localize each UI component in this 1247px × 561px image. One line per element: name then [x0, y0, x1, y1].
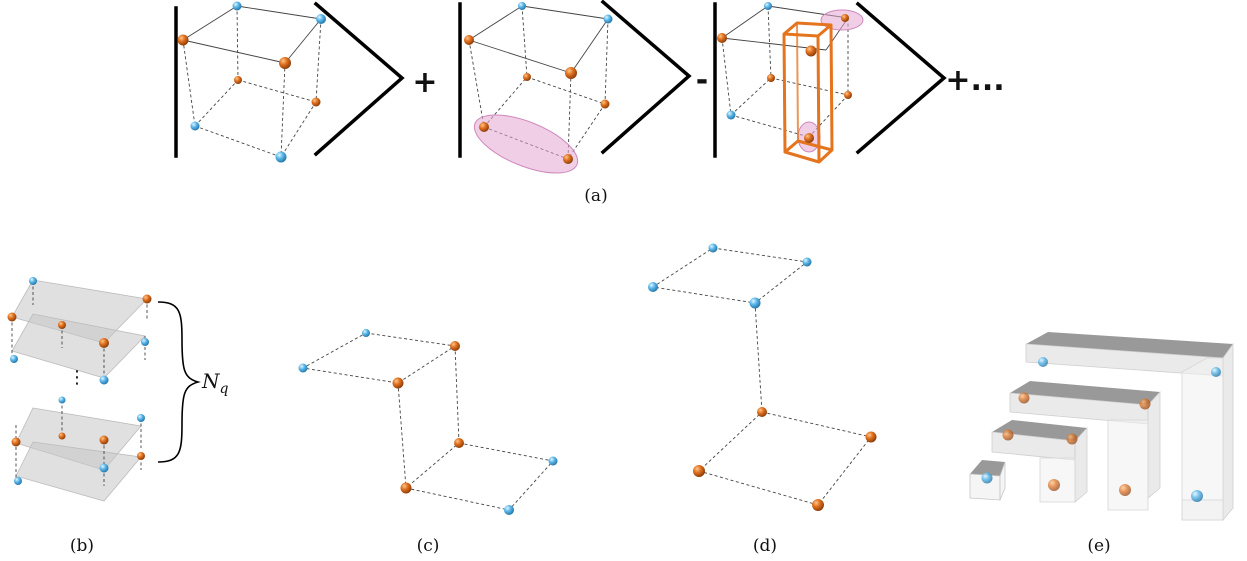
- orange-qubit: [805, 45, 817, 57]
- orange-qubit: [844, 91, 852, 99]
- orange-qubit: [392, 377, 404, 389]
- cube-2: [464, 2, 613, 174]
- orange-qubit: [99, 435, 109, 445]
- plus-more-operator: +...: [945, 63, 1004, 98]
- caption-a: (a): [584, 186, 607, 206]
- orange-qubit: [841, 14, 849, 22]
- orange-qubit: [58, 321, 66, 329]
- blue-qubit: [316, 14, 326, 24]
- orange-qubit: [58, 432, 66, 440]
- blue-qubit: [1038, 357, 1048, 367]
- blue-qubit: [548, 456, 558, 466]
- cube-3: [717, 2, 864, 164]
- panel-c: (c): [298, 329, 558, 556]
- orange-qubit: [11, 437, 21, 447]
- orange-qubit: [479, 122, 489, 132]
- blue-qubit: [708, 243, 718, 253]
- orange-qubit: [865, 431, 877, 443]
- tube-l1: [969, 460, 1006, 501]
- orange-qubit: [464, 35, 474, 45]
- blue-qubit: [99, 463, 109, 473]
- orange-qubit: [1002, 429, 1014, 441]
- blue-qubit: [764, 2, 772, 10]
- blue-qubit: [141, 338, 149, 346]
- orange-qubit: [450, 341, 460, 351]
- n-label: Nq: [201, 369, 229, 397]
- orange-qubit: [804, 133, 814, 143]
- orange-qubit: [142, 294, 152, 304]
- caption-c: (c): [417, 536, 440, 556]
- blue-qubit: [232, 1, 242, 11]
- blue-qubit: [1211, 367, 1221, 377]
- blue-qubit: [99, 375, 109, 385]
- orange-qubit: [767, 74, 775, 82]
- blue-qubit: [802, 257, 812, 267]
- blue-qubit: [504, 505, 514, 515]
- blue-qubit: [137, 414, 145, 422]
- orange-qubit: [99, 338, 109, 348]
- blue-qubit: [518, 2, 526, 10]
- orange-qubit: [1048, 479, 1060, 491]
- tube-l4: [1025, 332, 1234, 522]
- orange-qubit: [565, 67, 577, 79]
- vertical-ellipsis: ⋮: [68, 367, 86, 388]
- brace: [157, 301, 201, 463]
- orange-qubit: [717, 33, 727, 43]
- orange-qubit: [137, 452, 145, 460]
- blue-qubit: [190, 121, 200, 131]
- blue-qubit: [726, 110, 736, 120]
- blue-qubit: [14, 477, 22, 485]
- highlight-ellipse: [473, 114, 579, 174]
- orange-qubit: [177, 34, 189, 46]
- orange-stick: [782, 21, 834, 164]
- orange-qubit: [1139, 398, 1151, 410]
- orange-qubit: [311, 97, 321, 107]
- orange-qubit: [7, 312, 17, 322]
- blue-qubit: [298, 363, 308, 373]
- orange-qubit: [1119, 484, 1131, 496]
- caption-b: (b): [70, 536, 94, 556]
- orange-qubit: [400, 482, 412, 494]
- orange-qubit: [600, 99, 610, 109]
- orange-qubit: [693, 465, 705, 477]
- panel-a: +: [174, 0, 1005, 206]
- blue-qubit: [648, 282, 658, 292]
- panel-d: (d): [648, 243, 877, 556]
- blue-qubit: [749, 297, 761, 309]
- tube-l3: [1009, 381, 1161, 511]
- cube-1: [177, 1, 326, 163]
- blue-qubit: [10, 355, 18, 363]
- orange-qubit: [1066, 433, 1078, 445]
- blue-qubit: [58, 396, 66, 404]
- minus-operator: -: [696, 63, 708, 98]
- orange-qubit: [454, 438, 464, 448]
- orange-qubit: [279, 57, 291, 69]
- caption-d: (d): [753, 536, 777, 556]
- orange-qubit: [563, 154, 573, 164]
- blue-qubit: [362, 329, 370, 337]
- plus-operator: +: [412, 65, 437, 100]
- tube-l2: [991, 420, 1088, 503]
- ket-1: [174, 1, 405, 163]
- blue-qubit: [275, 151, 287, 163]
- blue-qubit: [981, 472, 993, 484]
- panel-e: (e): [969, 332, 1234, 556]
- blue-qubit: [603, 14, 613, 24]
- layer-plate: [15, 441, 142, 502]
- orange-qubit: [234, 76, 242, 84]
- panel-b: ⋮ Nq (b): [7, 277, 229, 556]
- orange-qubit: [523, 73, 531, 81]
- orange-qubit: [757, 407, 767, 417]
- caption-e: (e): [1087, 536, 1110, 556]
- blue-qubit: [1191, 490, 1203, 502]
- ket-3: [713, 1, 947, 164]
- orange-qubit: [812, 499, 824, 511]
- orange-qubit: [1018, 392, 1030, 404]
- blue-qubit: [29, 277, 37, 285]
- ket-2: [458, 0, 692, 174]
